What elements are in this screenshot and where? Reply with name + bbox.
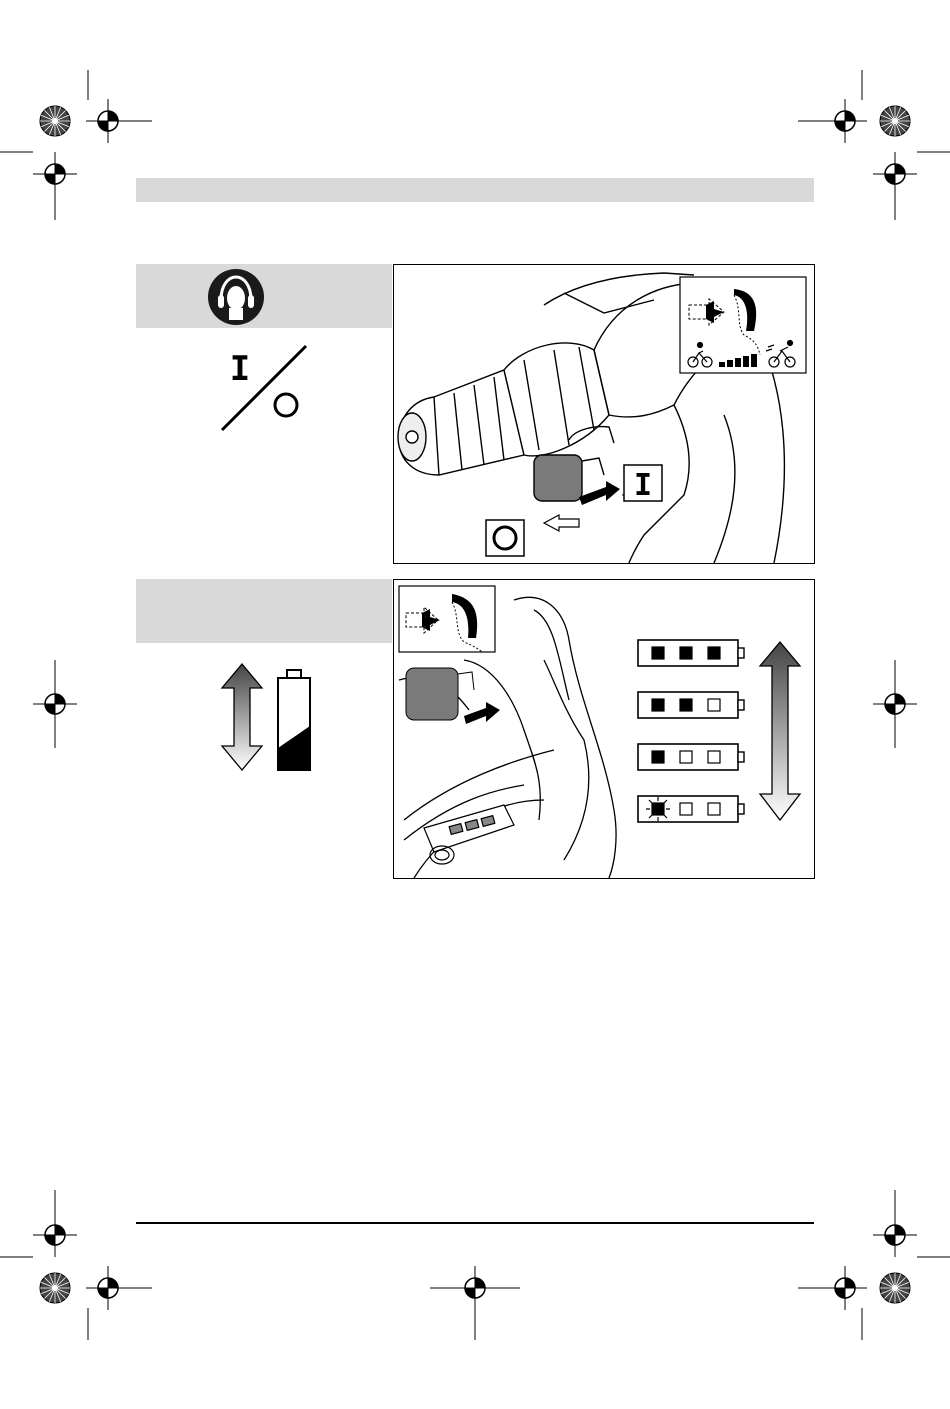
battery-cap bbox=[738, 804, 744, 814]
led-on bbox=[652, 751, 664, 763]
battery-indicator-illustration bbox=[393, 579, 815, 879]
battery-indicator-drawing bbox=[394, 580, 814, 878]
drill-on-label: I bbox=[634, 468, 652, 503]
switch-on-label: I bbox=[230, 349, 250, 389]
battery-cap bbox=[738, 752, 744, 762]
led-on bbox=[680, 647, 692, 659]
led-off bbox=[708, 699, 720, 711]
battery-cap bbox=[738, 700, 744, 710]
battery-level-2 bbox=[638, 692, 744, 718]
led-on bbox=[680, 699, 692, 711]
led-off bbox=[708, 803, 720, 815]
battery-cap bbox=[738, 648, 744, 658]
led-on bbox=[652, 647, 664, 659]
led-on bbox=[708, 647, 720, 659]
header-bar bbox=[136, 178, 814, 202]
led-on bbox=[652, 803, 664, 815]
battery-level-3 bbox=[638, 640, 744, 666]
footer-rule bbox=[136, 1222, 814, 1224]
battery-level-list bbox=[638, 640, 744, 822]
battery-level-1 bbox=[638, 744, 744, 770]
battery-charge-icon bbox=[218, 660, 318, 775]
led-off bbox=[680, 803, 692, 815]
on-off-symbol: I bbox=[212, 342, 312, 434]
switch-off-symbol bbox=[275, 394, 297, 416]
drill-drawing: I bbox=[394, 265, 814, 563]
led-off bbox=[680, 751, 692, 763]
battery-level-0 bbox=[638, 796, 744, 822]
led-on bbox=[652, 699, 664, 711]
drill-switch-illustration: I bbox=[393, 264, 815, 564]
led-off bbox=[708, 751, 720, 763]
section2-header bbox=[136, 579, 392, 643]
hearing-protection-icon bbox=[207, 268, 265, 326]
